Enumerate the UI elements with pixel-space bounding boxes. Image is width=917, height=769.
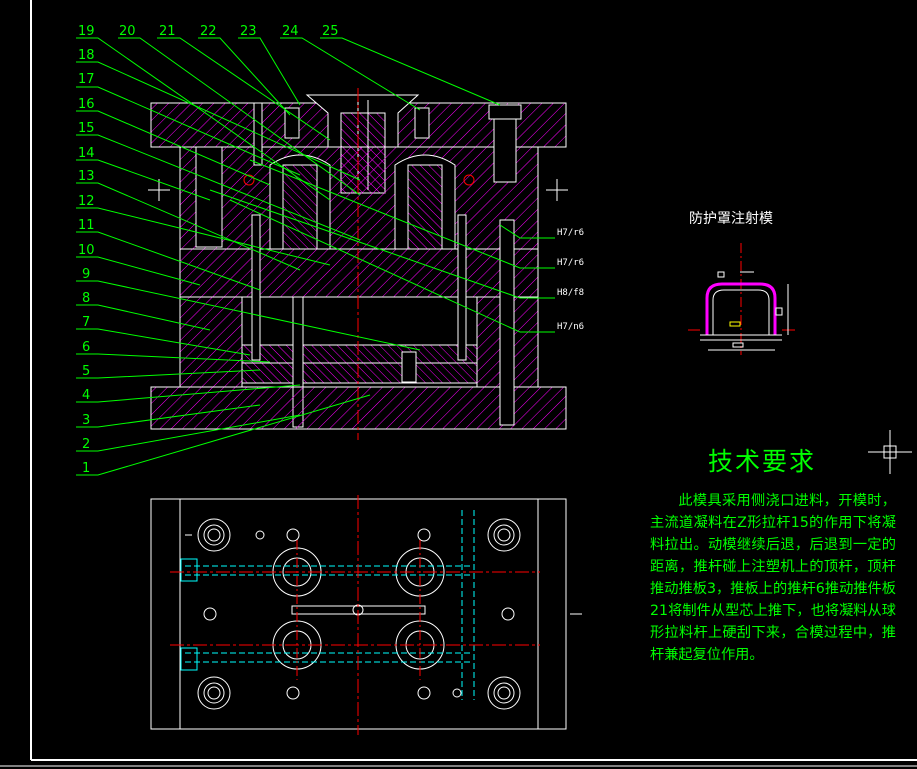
fit-labels: H7/r6 H7/r6 H8/f8 H7/n6 <box>557 228 584 332</box>
part-number: 13 <box>78 169 95 184</box>
part-number: 14 <box>78 146 95 161</box>
main-section-view <box>148 88 568 440</box>
part-number: 12 <box>78 194 95 209</box>
fit-label: H7/n6 <box>557 322 584 332</box>
part-number: 5 <box>82 364 90 379</box>
fit-label: H7/r6 <box>557 258 584 268</box>
product-drawing <box>688 243 795 355</box>
part-number: 2 <box>82 437 90 452</box>
part-number: 21 <box>159 24 176 39</box>
part-number: 25 <box>322 24 339 39</box>
fit-label: H7/r6 <box>557 228 584 238</box>
product-title: 防护罩注射模 <box>689 211 773 227</box>
part-number: 6 <box>82 340 90 355</box>
fit-label: H8/f8 <box>557 288 584 298</box>
part-leader-lines <box>76 37 555 476</box>
crosshair-icon <box>868 430 912 474</box>
part-number: 7 <box>82 315 90 330</box>
part-number: 18 <box>78 48 95 63</box>
plan-view <box>150 495 582 735</box>
part-number: 15 <box>78 121 95 136</box>
requirements-body: 此模具采用侧浇口进料，开模时，主流道凝料在Z形拉杆15的作用下将凝料拉出。动模继… <box>650 493 896 663</box>
part-number: 10 <box>78 243 95 258</box>
part-number: 22 <box>200 24 217 39</box>
part-number: 9 <box>82 267 90 282</box>
part-number: 11 <box>78 218 95 233</box>
part-number: 24 <box>282 24 299 39</box>
part-number: 1 <box>82 461 90 476</box>
part-number: 17 <box>78 72 95 87</box>
part-number: 8 <box>82 291 90 306</box>
part-number: 23 <box>240 24 257 39</box>
part-number: 16 <box>78 97 95 112</box>
requirements-title: 技术要求 <box>708 447 817 476</box>
part-number: 3 <box>82 413 90 428</box>
part-number: 4 <box>82 388 90 403</box>
part-numbers-top: 19 20 21 22 23 24 25 <box>78 24 339 39</box>
part-numbers-left: 18 17 16 15 14 13 12 11 10 9 8 7 6 5 4 3… <box>78 48 95 476</box>
part-number: 19 <box>78 24 95 39</box>
part-number: 20 <box>119 24 136 39</box>
